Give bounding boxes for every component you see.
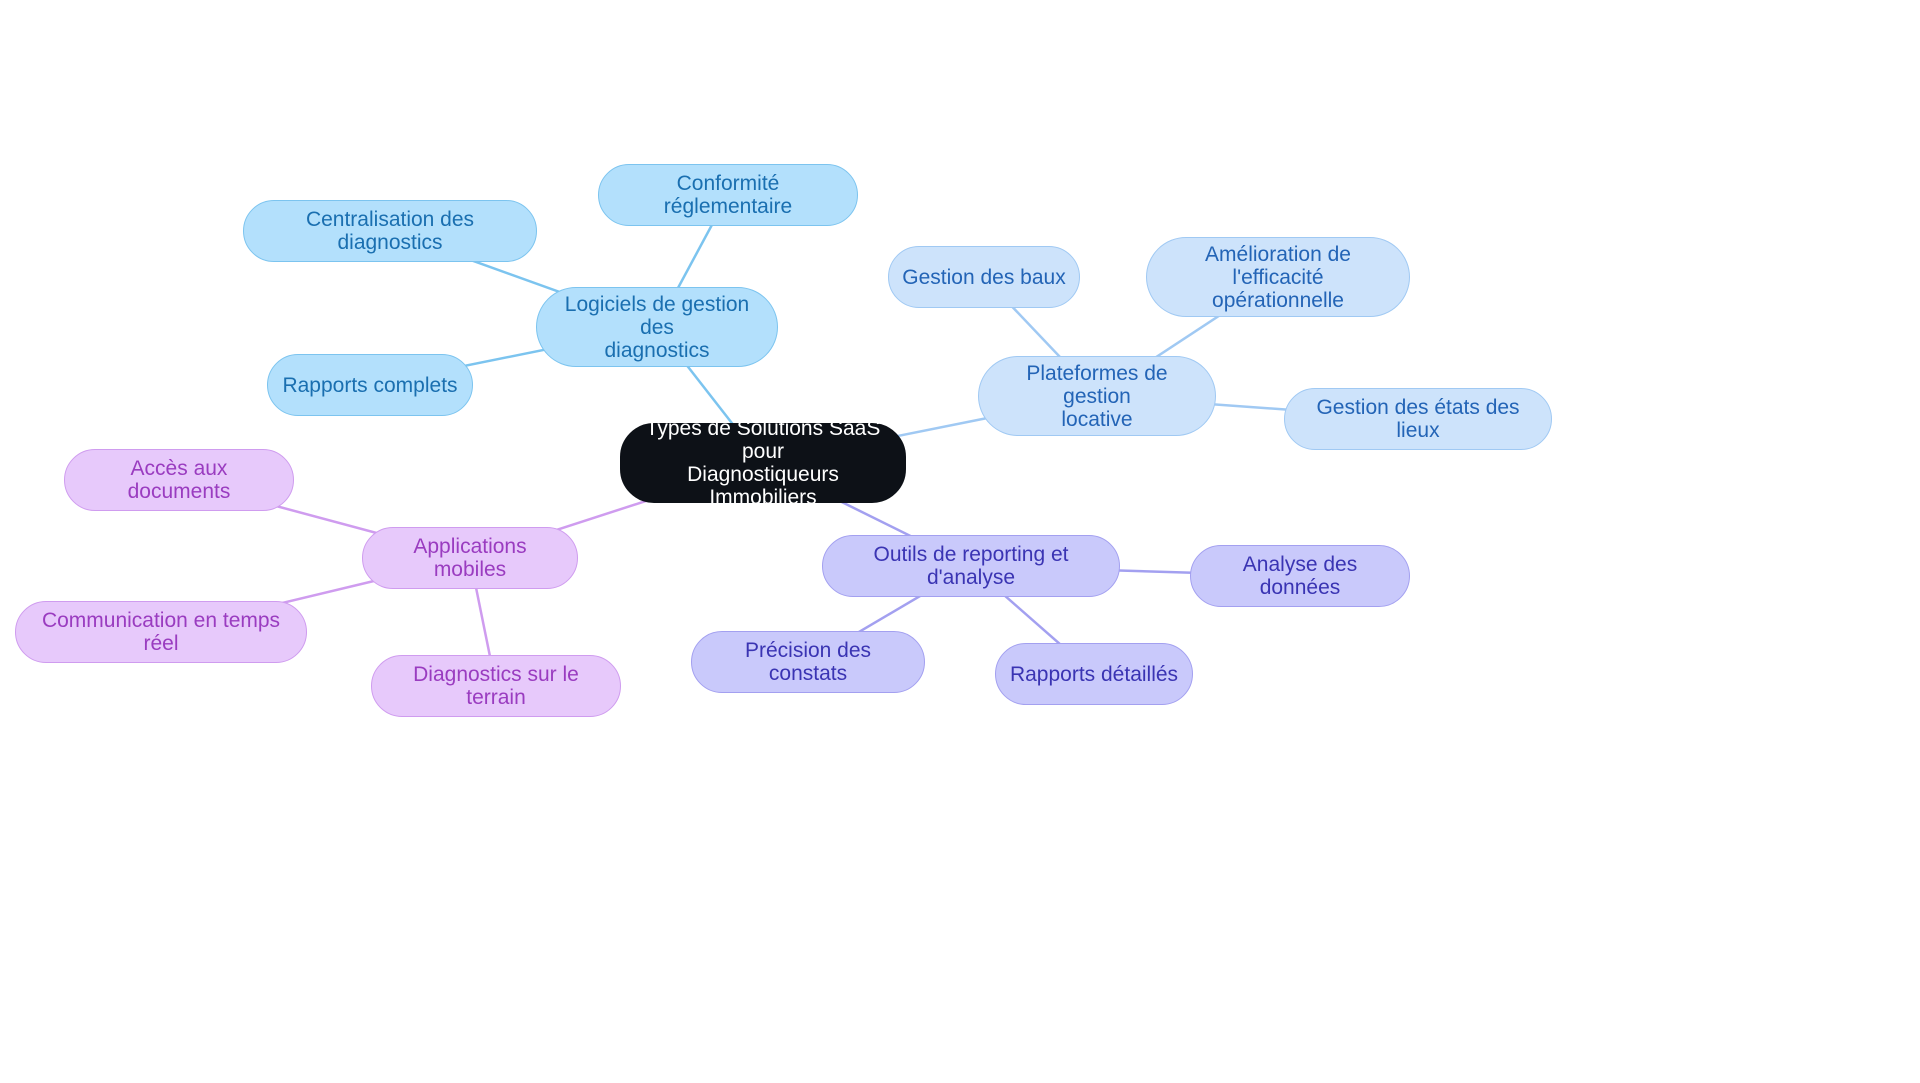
- leaf-node-rapports-complets: Rapports complets: [267, 354, 473, 416]
- leaf-node-centralisation: Centralisation des diagnostics: [243, 200, 537, 262]
- leaf-node-gestion-baux: Gestion des baux: [888, 246, 1080, 308]
- leaf-node-precision-constats: Précision des constats: [691, 631, 925, 693]
- leaf-node-communication: Communication en temps réel: [15, 601, 307, 663]
- branch-node-logiciels-diagnostics: Logiciels de gestion des diagnostics: [536, 287, 778, 367]
- branch-node-applications-mobiles: Applications mobiles: [362, 527, 578, 589]
- leaf-node-analyse-donnees: Analyse des données: [1190, 545, 1410, 607]
- leaf-node-rapports-detailles: Rapports détaillés: [995, 643, 1193, 705]
- leaf-node-acces-documents: Accès aux documents: [64, 449, 294, 511]
- leaf-node-diagnostics-terrain: Diagnostics sur le terrain: [371, 655, 621, 717]
- leaf-node-conformite: Conformité réglementaire: [598, 164, 858, 226]
- branch-node-gestion-locative: Plateformes de gestion locative: [978, 356, 1216, 436]
- leaf-node-etats-des-lieux: Gestion des états des lieux: [1284, 388, 1552, 450]
- branch-node-reporting: Outils de reporting et d'analyse: [822, 535, 1120, 597]
- leaf-node-efficacite: Amélioration de l'efficacité opérationne…: [1146, 237, 1410, 317]
- root-node: Types de Solutions SaaS pour Diagnostiqu…: [620, 417, 906, 509]
